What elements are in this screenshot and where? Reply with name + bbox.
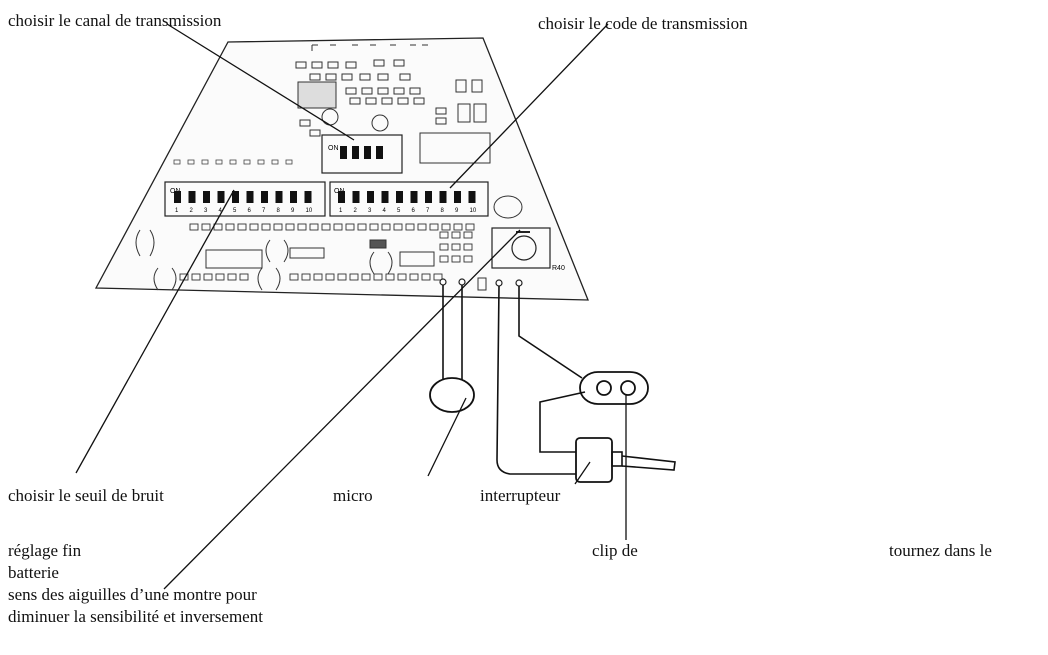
label-canal: choisir le canal de transmission: [8, 11, 222, 30]
dip-code-number: 1: [339, 208, 343, 214]
dip-seuil-key: [304, 191, 312, 203]
dip-seuil-key: [203, 191, 210, 203]
dip-seuil-number: 6: [248, 208, 252, 214]
dip-code-key: [367, 191, 374, 203]
label-sens: sens des aiguilles d’une montre pour: [8, 585, 257, 604]
label-interrupteur: interrupteur: [480, 486, 561, 505]
dip-code-key: [396, 191, 403, 203]
micro-wiring: [429, 285, 475, 413]
dip-seuil-number: 7: [262, 208, 266, 214]
dip-code-key: [468, 191, 476, 203]
dip-code-key: [454, 191, 461, 203]
trimmer-block: R40: [491, 227, 565, 272]
dip-seuil-number: 2: [190, 208, 194, 214]
leader-code: [449, 23, 609, 189]
dip-seuil-number: 1: [175, 208, 179, 214]
label-batterie: batterie: [8, 563, 59, 582]
leader-canal: [166, 23, 355, 141]
dip-seuil-number: 8: [277, 208, 281, 214]
dip-seuil-number: 5: [233, 208, 237, 214]
dip-seuil-number: 9: [291, 208, 295, 214]
dip-seuil-keys: 1 2 3 4 5 6 7 8 9 10: [174, 191, 313, 214]
leader-interrupteur: [574, 461, 591, 485]
dip-seuil-key: [217, 191, 225, 203]
dip-seuil-key: [290, 191, 297, 203]
dip-seuil-key: [261, 191, 268, 203]
leader-lines: [75, 23, 627, 590]
dip-seuil-key: [174, 191, 181, 203]
switch-wiring: [496, 285, 676, 483]
dip-code-keys: 1 2 3 4 5 6 7 8 9 10: [338, 191, 477, 214]
label-diminuer: diminuer la sensibilité et inversement: [8, 607, 263, 626]
battery-clip: [579, 371, 649, 405]
top-components: [295, 44, 491, 164]
leader-micro: [427, 397, 467, 477]
dip-code-number: 5: [397, 208, 401, 214]
dip-code-key: [439, 191, 447, 203]
jack-label: R40: [552, 265, 565, 272]
dip-code-key: [352, 191, 360, 203]
dip-switch-canal: ON: [321, 134, 403, 174]
dip-seuil-key: [275, 191, 283, 203]
leader-reglage: [163, 229, 521, 590]
dip-seuil-key: [232, 191, 239, 203]
dip-code-number: 6: [412, 208, 416, 214]
label-code: choisir le code de transmission: [538, 14, 748, 33]
dip-code-key: [381, 191, 389, 203]
label-reglage-fin: réglage fin: [8, 541, 82, 560]
dip-seuil-number: 4: [219, 208, 223, 214]
label-micro: micro: [333, 486, 373, 505]
dip-code-number: 9: [455, 208, 459, 214]
micro-capsule: [429, 377, 475, 413]
dip-canal-on-label: ON: [328, 145, 339, 152]
dip-code-number: 3: [368, 208, 372, 214]
lower-components: [135, 195, 523, 291]
dip-code-key: [425, 191, 432, 203]
label-tournez: tournez dans le: [889, 541, 992, 560]
resistor-row: [173, 159, 293, 165]
dip-code-number: 10: [470, 208, 477, 214]
dip-seuil-number: 10: [306, 208, 313, 214]
dip-code-number: 7: [426, 208, 430, 214]
dip-code-number: 4: [383, 208, 387, 214]
dip-code-key: [338, 191, 345, 203]
dip-seuil-number: 3: [204, 208, 208, 214]
dip-code-key: [410, 191, 418, 203]
label-seuil: choisir le seuil de bruit: [8, 486, 164, 505]
leader-seuil: [75, 189, 235, 474]
dip-seuil-key: [246, 191, 254, 203]
dip-code-number: 2: [354, 208, 358, 214]
label-clip: clip de: [592, 541, 638, 560]
dip-seuil-key: [188, 191, 196, 203]
dip-code-number: 8: [441, 208, 445, 214]
